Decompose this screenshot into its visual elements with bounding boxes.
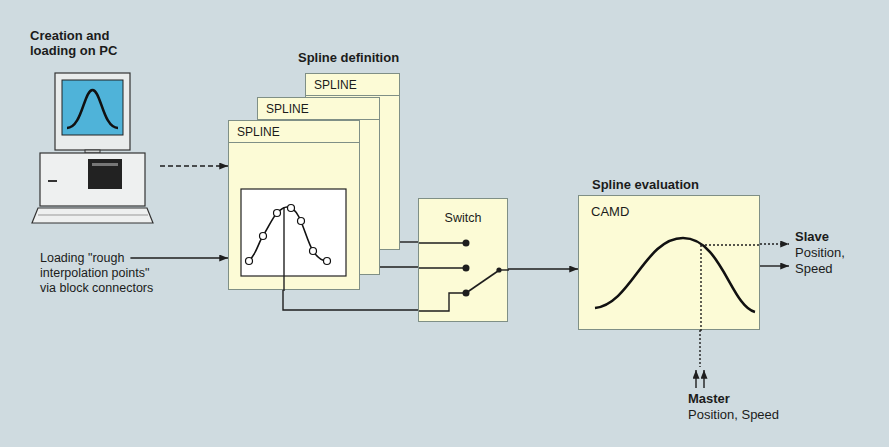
screen-curve [67,90,118,128]
connector [160,165,228,166]
slave-speed-arrow [760,265,789,266]
interpolation-point [288,205,295,212]
camd-block: CAMD [578,195,760,330]
switch-contact [463,240,470,247]
connector [508,268,578,269]
keyboard [32,208,153,223]
master-position-arrow [695,370,696,388]
chart-frame [241,189,346,276]
switch-input-wire [419,267,466,268]
cam-profile [595,238,755,312]
monitor [55,73,130,150]
pc-illustration [30,28,160,228]
switch-output-wire [499,269,509,270]
block-title: Switch [419,199,507,226]
chart-output-line [283,207,284,291]
screen [62,80,123,135]
signal-name: Master [688,391,730,406]
pc-station: Creation and loading on PC [30,28,160,228]
group-heading: Spline definition [298,50,399,65]
connector [380,266,418,267]
interpolation-point [298,218,305,225]
switch-block: Switch [418,198,508,322]
connector [400,241,418,242]
master-leader-line [699,330,700,367]
interpolation-point [310,248,317,255]
slave-position-arrow [760,243,789,244]
signal-name: Slave [795,229,829,244]
block-title: SPLINE [258,98,379,120]
input-note: Loading "rough interpolation points" via… [40,251,165,296]
power-button [48,180,57,182]
connector [283,290,418,310]
loading-arrow [130,257,228,259]
group-heading: Spline evaluation [592,177,699,192]
block-title: CAMD [579,196,759,227]
master-speed-arrow [703,370,704,388]
drive-slot-detail [92,163,118,166]
drive-slot [88,159,122,189]
pc-caption: Creation and loading on PC [30,28,142,58]
spline-block: SPLINE [228,120,360,290]
signal-quantity: Position, Speed [795,245,875,277]
master-leader-line [700,245,701,331]
spline-curve [249,207,327,261]
slave-leader-line [701,244,761,245]
switch-lever [466,271,498,293]
signal-quantity: Position, Speed [688,407,779,423]
interpolation-point [246,258,253,265]
interpolation-point [324,258,331,265]
switch-contact [463,265,470,272]
block-title: SPLINE [229,121,359,143]
switch-input-wire [419,242,466,243]
switch-input-wire [419,293,466,311]
block-title: SPLINE [306,74,399,96]
computer-case [40,153,145,206]
keyboard-keys [38,215,148,216]
spline-chart [229,121,361,291]
interpolation-point [274,210,281,217]
interpolation-point [260,233,267,240]
